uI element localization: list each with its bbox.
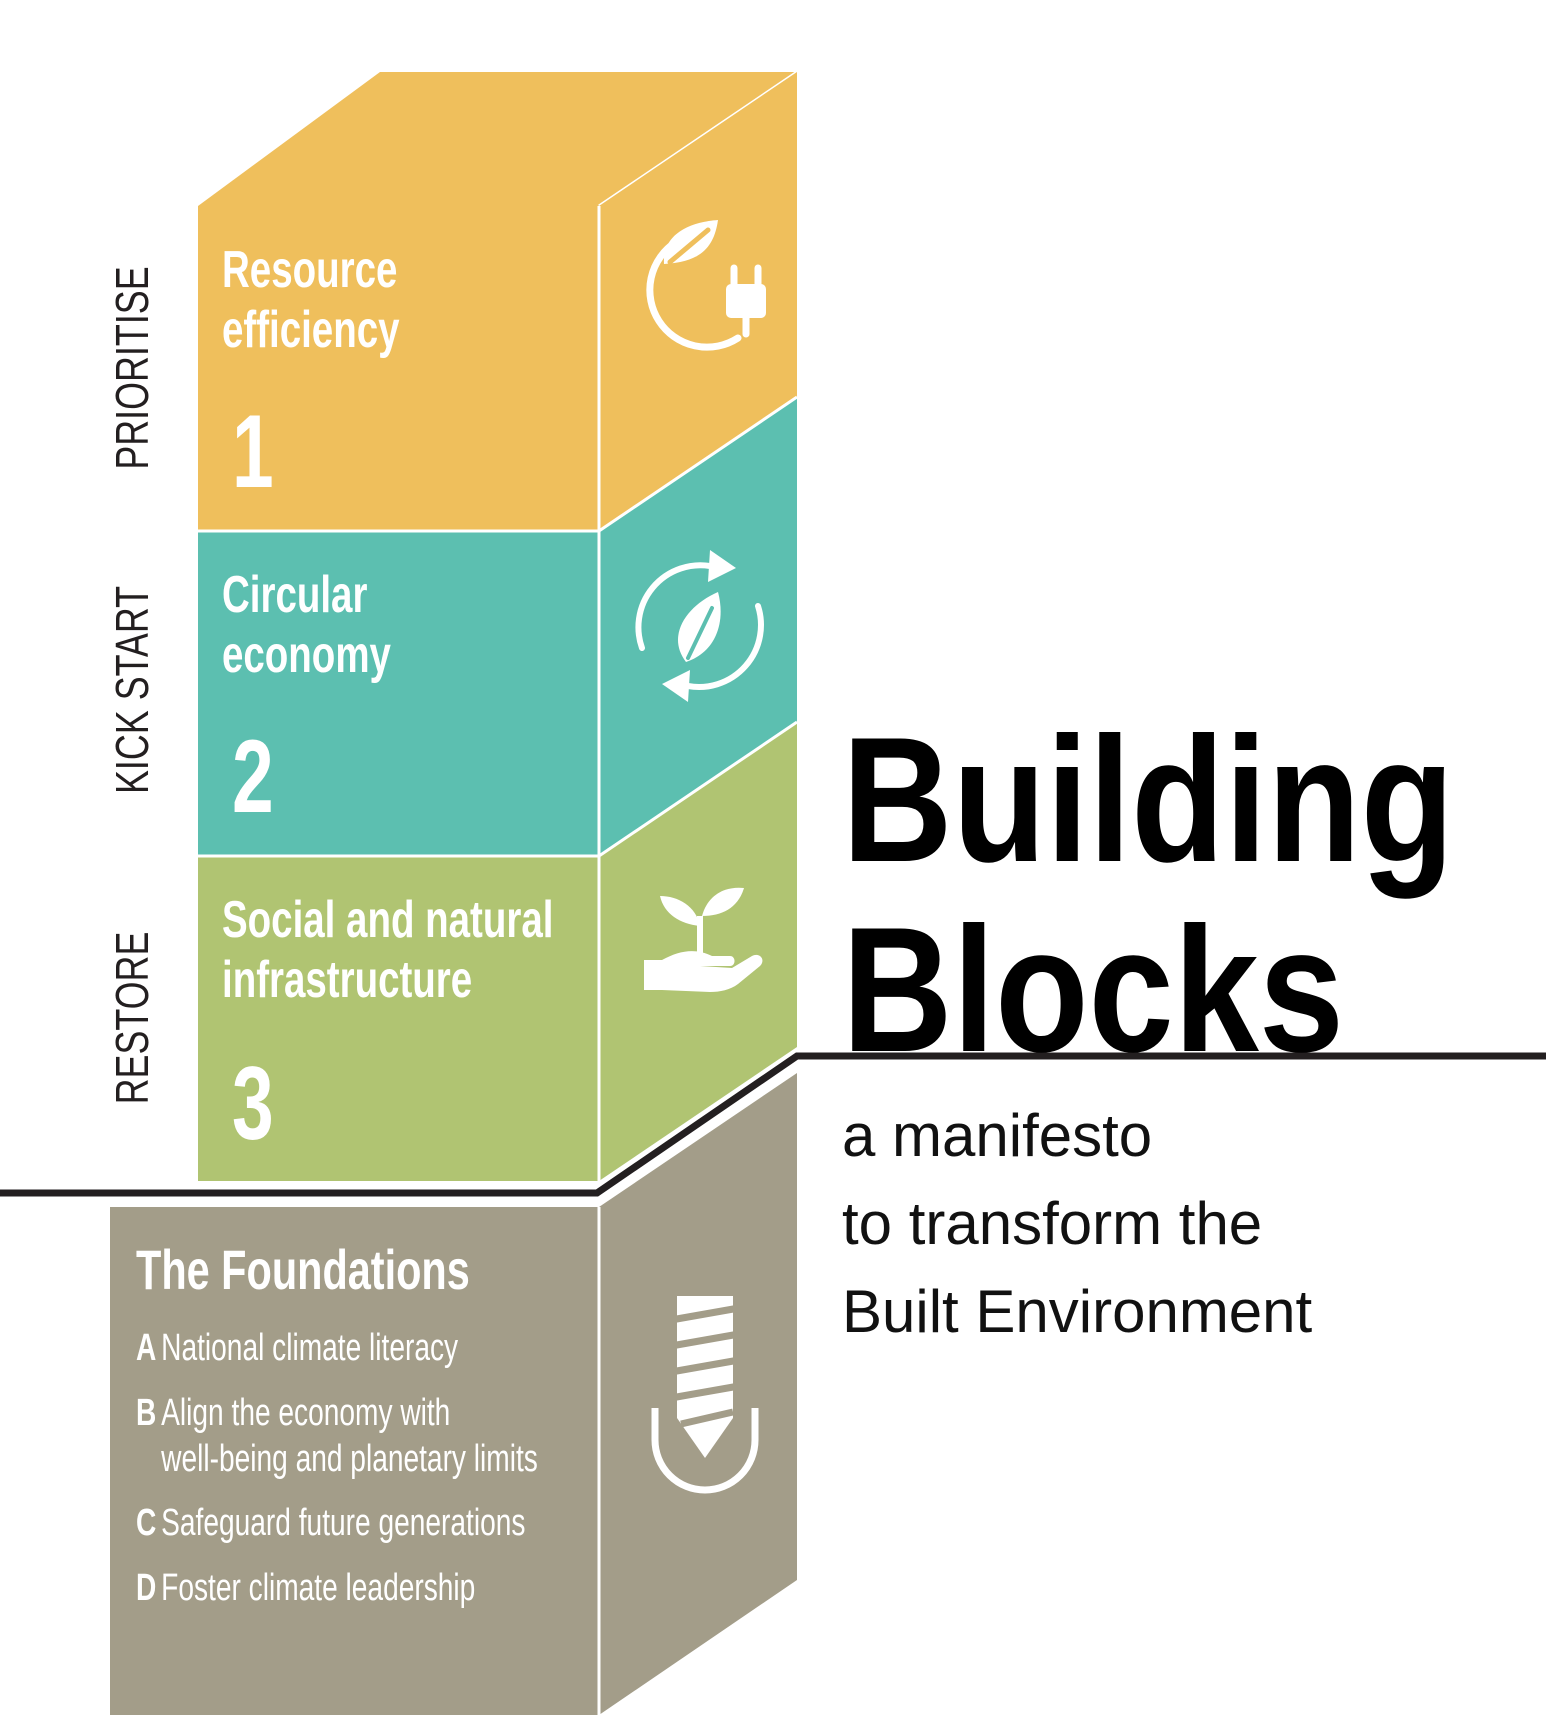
main-title: Building Blocks xyxy=(842,700,1455,1089)
block-1-number: 1 xyxy=(232,394,274,510)
hand-seedling-icon xyxy=(644,887,763,992)
block-2-title: Circular economy xyxy=(222,566,391,684)
foundation-screw-icon xyxy=(651,1296,759,1494)
block-3-number: 3 xyxy=(232,1046,274,1162)
leaf-plug-icon xyxy=(646,220,766,351)
block-2-number: 2 xyxy=(232,719,274,835)
recycle-leaf-icon xyxy=(635,550,764,702)
ground-line xyxy=(0,1052,1546,1197)
subtitle: a manifesto to transform the Built Envir… xyxy=(842,1102,1313,1345)
block-2-front xyxy=(198,531,599,856)
block-3-title: Social and natural infrastructure xyxy=(222,891,554,1009)
foundation-front xyxy=(110,1207,599,1715)
foundations-title: The Foundations xyxy=(136,1238,470,1301)
block-1-title: Resource efficiency xyxy=(222,241,400,359)
block-1-front xyxy=(198,206,599,531)
block-1-side xyxy=(599,72,797,531)
block-3-front xyxy=(198,856,599,1181)
